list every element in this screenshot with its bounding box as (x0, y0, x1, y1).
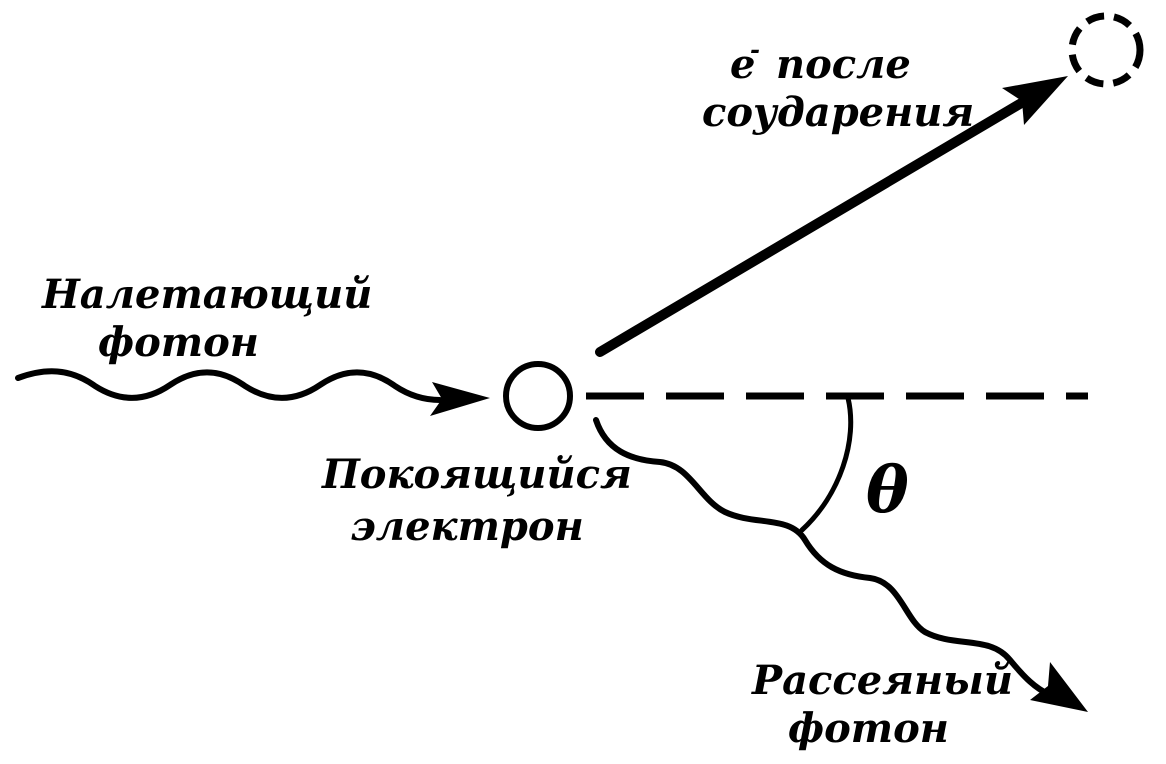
label-scattered-photon-line2: фотон (788, 705, 949, 752)
scattered-photon-arrowhead (1030, 662, 1088, 712)
label-scattered-photon-line1: Рассеяный (751, 657, 1013, 704)
recoil-electron-arrowhead (1002, 76, 1068, 125)
rest-electron-circle (503, 361, 573, 431)
scattering-angle-arc (799, 395, 854, 533)
label-electron-after-symbol: e (730, 41, 755, 88)
scattered-photon-wave (593, 417, 1053, 698)
incident-photon-arrowhead (430, 382, 490, 416)
label-incident-photon-line1: Налетающий (41, 271, 372, 318)
label-electron-after-line2: соударения (702, 89, 974, 136)
label-rest-electron-line1: Покоящийся (321, 451, 632, 498)
recoil-electron-arrow-line (595, 87, 1045, 357)
incident-photon-wave (15, 368, 443, 403)
label-electron-after-line1: после (776, 41, 911, 88)
label-rest-electron-line2: электрон (350, 503, 584, 550)
label-angle-theta: θ (866, 453, 909, 528)
label-incident-photon-line2: фотон (98, 319, 259, 366)
recoil-electron-dashed-circle (1068, 12, 1144, 88)
label-electron-after-sup: - (750, 35, 760, 64)
